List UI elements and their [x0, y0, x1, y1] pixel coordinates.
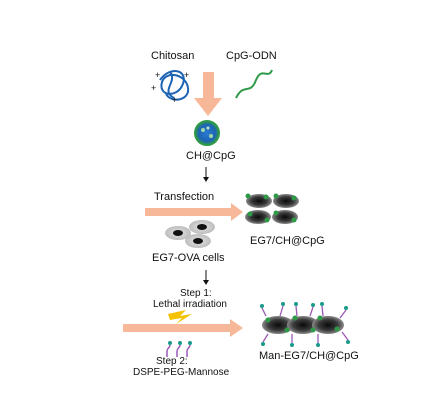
- step1-label: Step 1:: [180, 288, 212, 299]
- plus-sign: +: [155, 70, 160, 80]
- lethal-irradiation-label: Lethal irradiation: [153, 299, 227, 310]
- transfection-arrow: [145, 203, 243, 221]
- eg7-ch-cpg-cells-icon: [245, 193, 299, 224]
- ch-cpg-nanoparticle-icon: [194, 120, 220, 146]
- combine-arrow: [194, 72, 222, 116]
- cpg-odn-label: CpG-ODN: [226, 50, 277, 62]
- man-eg7-ch-cpg-cells-icon: [260, 302, 350, 347]
- chitosan-charge-icons: + + + +: [151, 70, 189, 105]
- cpg-odn-strand-icon: [235, 69, 273, 99]
- small-down-arrow-2: [203, 270, 209, 285]
- man-eg7-ch-cpg-label: Man-EG7/CH@CpG: [259, 350, 359, 362]
- chitosan-label: Chitosan: [151, 50, 195, 62]
- plus-sign: +: [151, 83, 156, 93]
- step-arrow: [123, 319, 243, 337]
- eg7-ova-cells-icon: [165, 220, 215, 248]
- eg7-ch-cpg-label: EG7/CH@CpG: [250, 235, 325, 247]
- plus-sign: +: [172, 95, 177, 105]
- dspe-peg-mannose-icon: [166, 341, 192, 357]
- plus-sign: +: [184, 70, 189, 80]
- dspe-peg-mannose-label: DSPE-PEG-Mannose: [133, 367, 230, 378]
- ch-cpg-label: CH@CpG: [186, 150, 236, 162]
- small-down-arrow-1: [203, 167, 209, 182]
- step2-label: Step 2:: [156, 356, 188, 367]
- eg7-ova-cells-label: EG7-OVA cells: [152, 252, 225, 264]
- transfection-label: Transfection: [154, 191, 215, 203]
- lightning-icon: [168, 310, 192, 324]
- chitosan-icon: [159, 70, 190, 101]
